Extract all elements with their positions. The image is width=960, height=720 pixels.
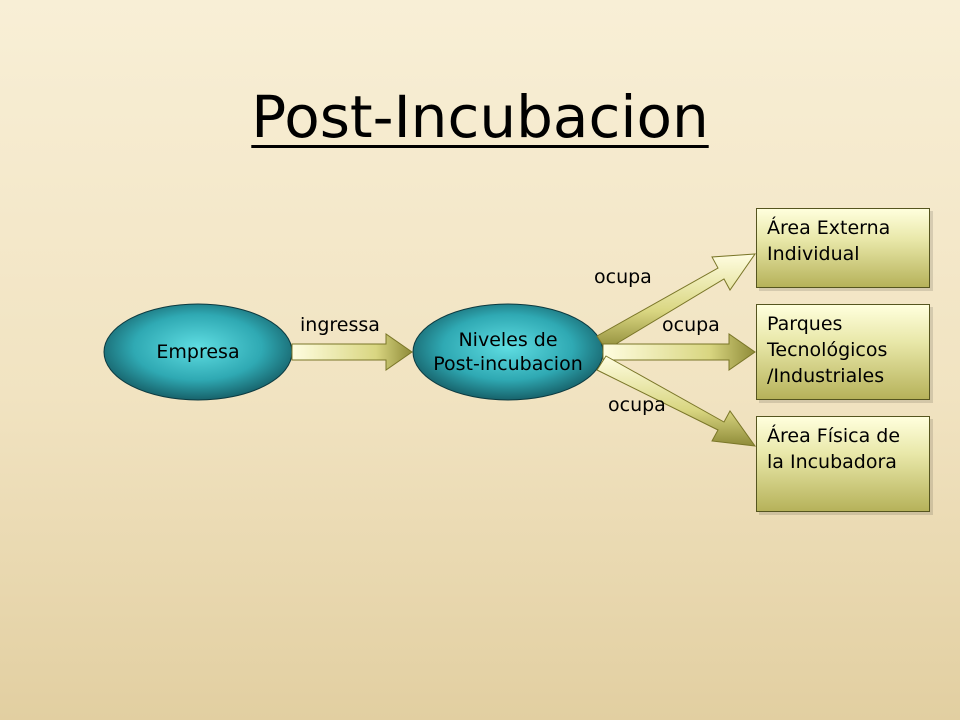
slide-title: Post-Incubacion <box>251 83 709 151</box>
area-externa-box: Área Externa Individual <box>756 208 930 288</box>
parques-line-1: Parques <box>767 313 843 335</box>
area-fisica-box: Área Física de la Incubadora <box>756 416 930 512</box>
ocupa-bottom-label: ocupa <box>608 394 666 416</box>
area-fisica-line-1: Área Física de <box>767 425 901 447</box>
ocupa-mid-label: ocupa <box>662 314 720 336</box>
niveles-label-line-2: Post-incubacion <box>433 353 583 375</box>
parques-line-3: /Industriales <box>767 365 885 387</box>
niveles-label: Niveles de Post-incubacion <box>413 328 603 376</box>
parques-line-2: Tecnológicos <box>767 339 888 361</box>
parques-box: Parques Tecnológicos /Industriales <box>756 304 930 400</box>
ingressa-arrow <box>291 333 413 371</box>
ocupa-bottom-arrow <box>596 355 757 447</box>
area-externa-line-2: Individual <box>767 243 860 265</box>
ocupa-mid-arrow <box>602 333 756 371</box>
area-externa-line-1: Área Externa <box>767 217 891 239</box>
niveles-label-line-1: Niveles de <box>458 329 558 351</box>
ingressa-label: ingressa <box>300 314 380 336</box>
area-fisica-line-2: la Incubadora <box>767 451 897 473</box>
empresa-label-line: Empresa <box>156 341 240 363</box>
ocupa-top-arrow <box>596 253 757 351</box>
ocupa-top-label: ocupa <box>594 266 652 288</box>
empresa-label: Empresa <box>104 340 292 364</box>
